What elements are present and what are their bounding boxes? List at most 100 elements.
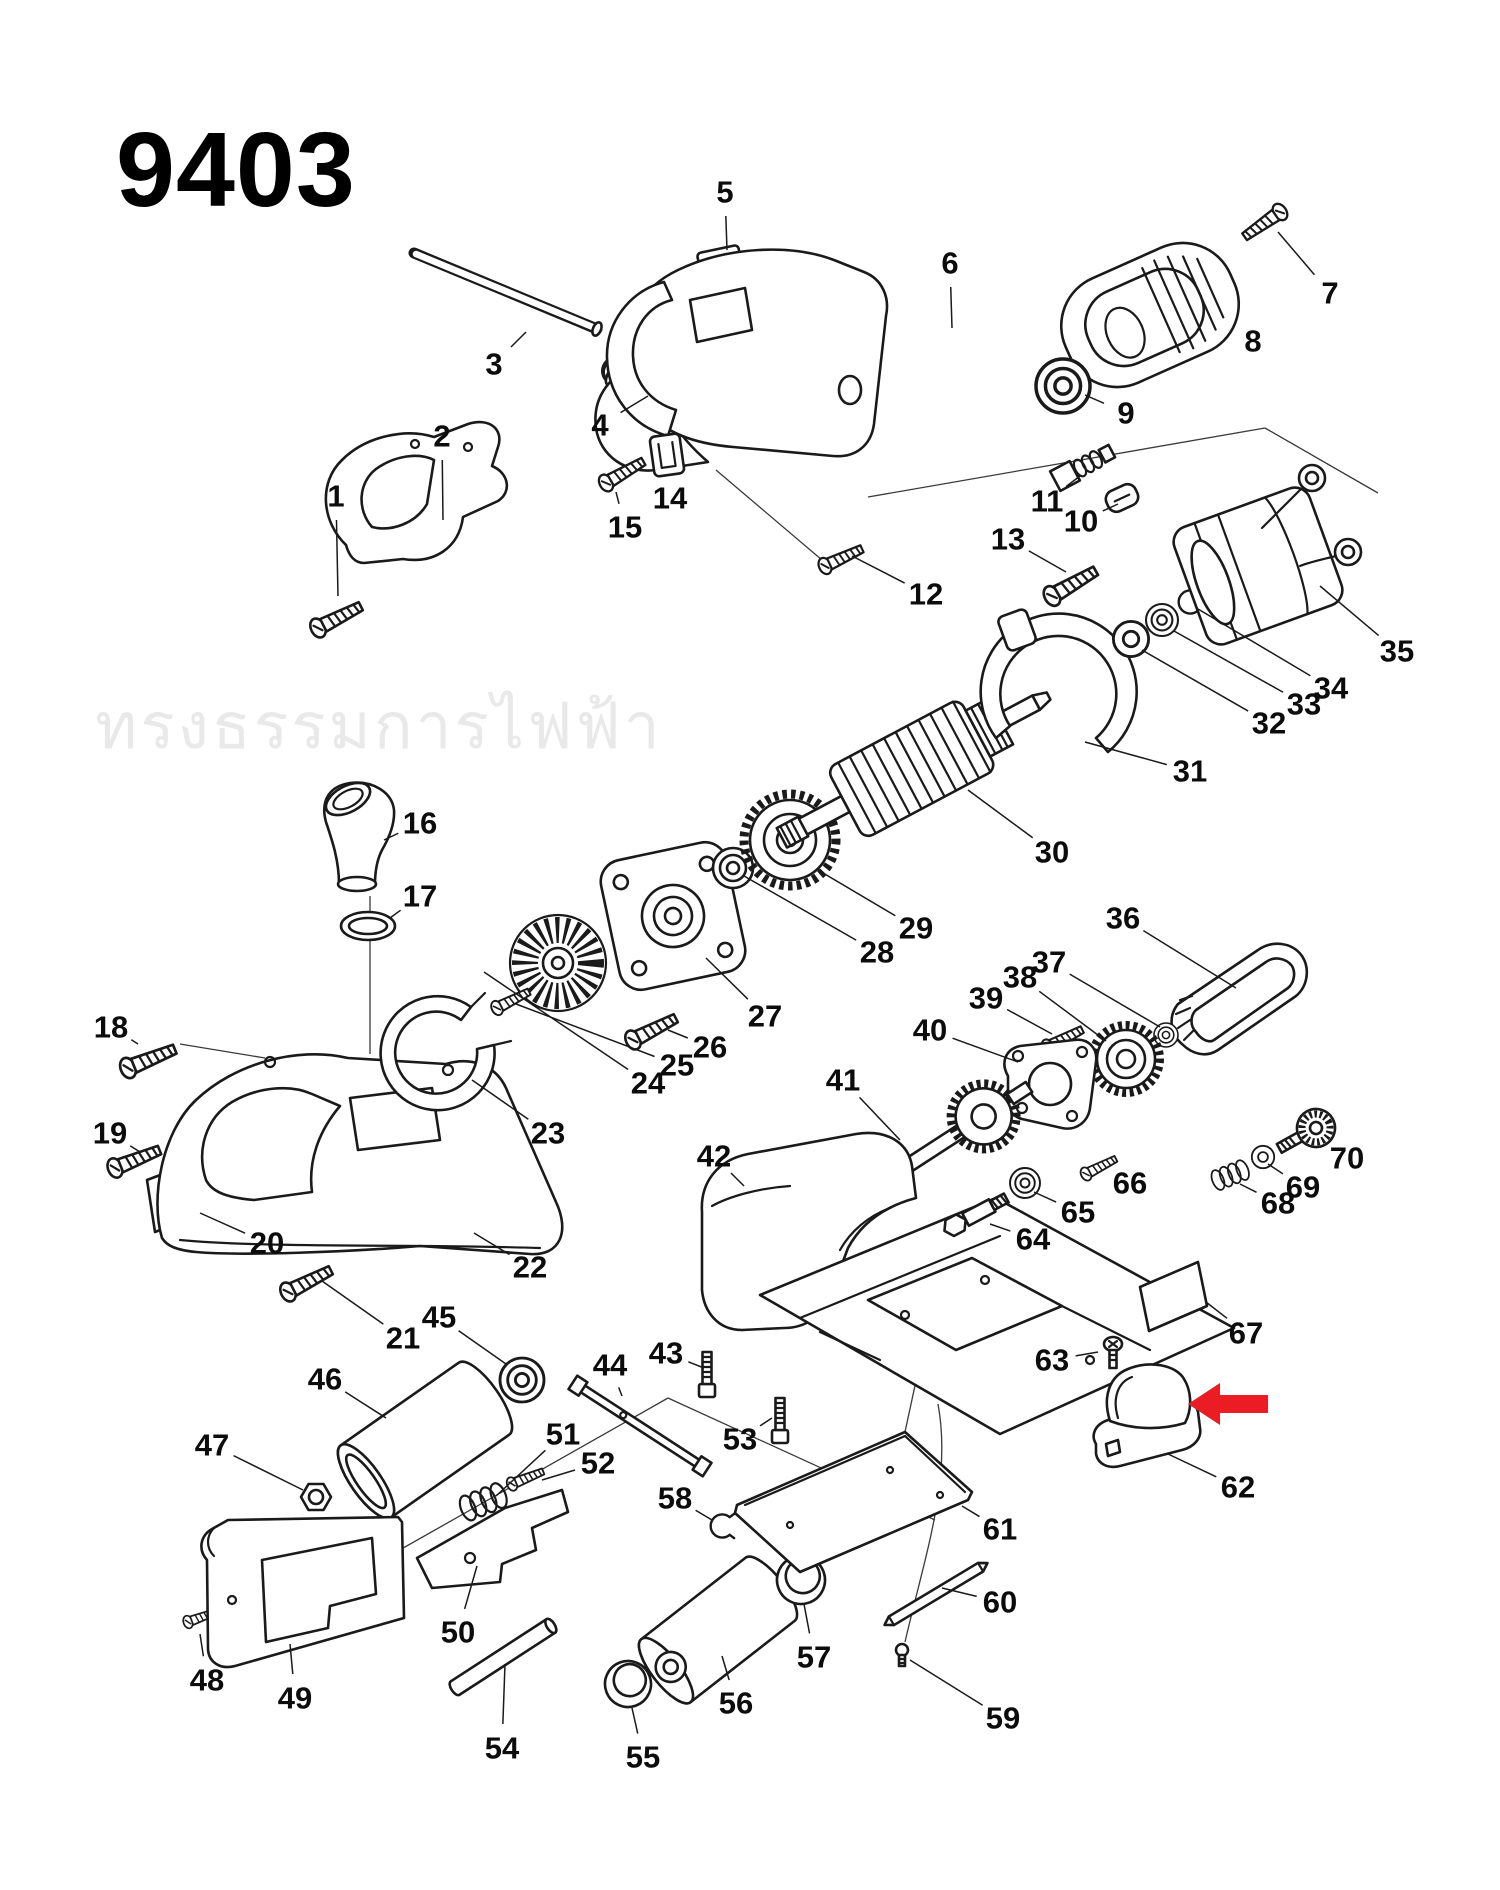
callout-66: 66 bbox=[1113, 1166, 1147, 1201]
part-42-gear-housing bbox=[700, 1131, 918, 1332]
callout-24: 24 bbox=[631, 1066, 666, 1101]
leader-line-7 bbox=[1277, 231, 1316, 276]
watermark: ทรงธรรมการไฟฟ้า bbox=[95, 690, 663, 764]
callout-67: 67 bbox=[1229, 1316, 1263, 1351]
leader-line-28 bbox=[743, 875, 857, 941]
callout-10: 10 bbox=[1064, 504, 1098, 539]
part-70-knob bbox=[1275, 1107, 1337, 1155]
part-17-o-ring bbox=[339, 910, 397, 942]
callout-52: 52 bbox=[581, 1446, 615, 1481]
callout-3: 3 bbox=[485, 347, 502, 382]
leader-line-9 bbox=[1084, 394, 1105, 405]
part-30-armature bbox=[775, 691, 1052, 849]
callout-21: 21 bbox=[386, 1321, 420, 1356]
leader-line-44 bbox=[617, 1387, 623, 1397]
part-14-cord-clip bbox=[648, 432, 686, 478]
callout-58: 58 bbox=[658, 1481, 692, 1516]
callout-69: 69 bbox=[1286, 1170, 1320, 1205]
part-23-retainer-ring bbox=[379, 991, 513, 1112]
leader-line-18 bbox=[130, 1039, 139, 1045]
leader-line-53 bbox=[759, 1417, 773, 1427]
callout-9: 9 bbox=[1117, 396, 1134, 431]
part-24-fan bbox=[508, 913, 608, 1013]
callout-60: 60 bbox=[983, 1585, 1017, 1620]
highlight-arrow bbox=[1188, 1383, 1268, 1425]
leader-line-6 bbox=[949, 286, 953, 329]
callout-4: 4 bbox=[591, 408, 609, 443]
part-49-side-plate bbox=[200, 1515, 406, 1669]
leader-line-10 bbox=[1102, 503, 1119, 512]
callout-7: 7 bbox=[1321, 276, 1338, 311]
leader-line-52 bbox=[541, 1469, 576, 1481]
leader-line-16 bbox=[383, 832, 399, 841]
leader-line-31 bbox=[1084, 741, 1168, 766]
leader-line-38 bbox=[1038, 990, 1107, 1042]
leader-line-22 bbox=[473, 1232, 510, 1256]
part-58-e-ring bbox=[709, 1512, 736, 1540]
callout-37: 37 bbox=[1032, 945, 1066, 980]
part-10-brush-cap bbox=[1104, 482, 1140, 514]
callout-63: 63 bbox=[1035, 1343, 1069, 1378]
callout-65: 65 bbox=[1061, 1195, 1095, 1230]
callout-25: 25 bbox=[660, 1048, 694, 1083]
callout-47: 47 bbox=[195, 1428, 229, 1463]
callout-6: 6 bbox=[941, 246, 958, 281]
part-61-carbon-plate bbox=[733, 1430, 974, 1574]
callout-45: 45 bbox=[422, 1300, 456, 1335]
part-59-screw bbox=[894, 1642, 910, 1668]
callout-23: 23 bbox=[531, 1116, 565, 1151]
part-35-field-stator bbox=[1172, 463, 1363, 646]
callout-39: 39 bbox=[969, 981, 1003, 1016]
leader-line-19 bbox=[129, 1145, 141, 1153]
part-21-screw bbox=[275, 1259, 337, 1306]
callout-32: 32 bbox=[1252, 706, 1286, 741]
leader-line-54 bbox=[502, 1663, 506, 1725]
leader-line-59 bbox=[909, 1659, 984, 1706]
leader-line-34 bbox=[1197, 608, 1311, 677]
callout-41: 41 bbox=[826, 1063, 860, 1098]
callout-36: 36 bbox=[1106, 901, 1140, 936]
part-18-screw bbox=[115, 1038, 181, 1082]
leader-line-60 bbox=[941, 1587, 977, 1598]
part-31-fan-baffle bbox=[979, 608, 1138, 754]
leader-line-21 bbox=[321, 1280, 384, 1325]
leader-line-51 bbox=[495, 1449, 546, 1497]
part-16-dust-nozzle bbox=[323, 781, 396, 893]
part-2-handle-cover bbox=[324, 420, 509, 565]
callout-26: 26 bbox=[693, 1030, 727, 1065]
callout-22: 22 bbox=[513, 1250, 547, 1285]
leader-line-39 bbox=[1006, 1008, 1053, 1035]
leader-line-41 bbox=[858, 1096, 901, 1141]
part-13-bolt bbox=[1039, 560, 1103, 611]
leader-line-30 bbox=[967, 789, 1034, 839]
leader-line-37 bbox=[1069, 973, 1161, 1028]
callout-16: 16 bbox=[403, 806, 437, 841]
part-8-rear-cover bbox=[1059, 241, 1241, 389]
callout-44: 44 bbox=[593, 1348, 628, 1383]
callout-13: 13 bbox=[991, 522, 1025, 557]
leader-line-25 bbox=[515, 1003, 655, 1058]
callout-20: 20 bbox=[250, 1226, 284, 1261]
part-62-foot bbox=[1092, 1363, 1202, 1469]
leader-line-17 bbox=[389, 909, 402, 919]
leader-line-46 bbox=[344, 1391, 387, 1419]
part-64-spindle bbox=[943, 1192, 1010, 1238]
leader-line-20 bbox=[199, 1212, 246, 1234]
callout-53: 53 bbox=[723, 1422, 757, 1457]
part-1-screw bbox=[305, 595, 367, 642]
leader-line-35 bbox=[1319, 585, 1380, 637]
leader-line-69 bbox=[1267, 1163, 1284, 1175]
callout-8: 8 bbox=[1244, 324, 1261, 359]
part-40-tension-plate bbox=[1003, 1038, 1098, 1130]
part-22-handle-base bbox=[156, 1053, 564, 1256]
part-9-ball-bearing bbox=[1034, 357, 1092, 415]
part-54-roller-shaft bbox=[448, 1617, 558, 1697]
callout-33: 33 bbox=[1287, 687, 1321, 722]
leader-line-57 bbox=[803, 1603, 811, 1634]
leader-line-1 bbox=[335, 519, 339, 597]
leader-line-67 bbox=[1205, 1301, 1228, 1319]
leader-line-65 bbox=[1033, 1191, 1057, 1203]
callout-43: 43 bbox=[649, 1336, 683, 1371]
callout-57: 57 bbox=[797, 1640, 831, 1675]
